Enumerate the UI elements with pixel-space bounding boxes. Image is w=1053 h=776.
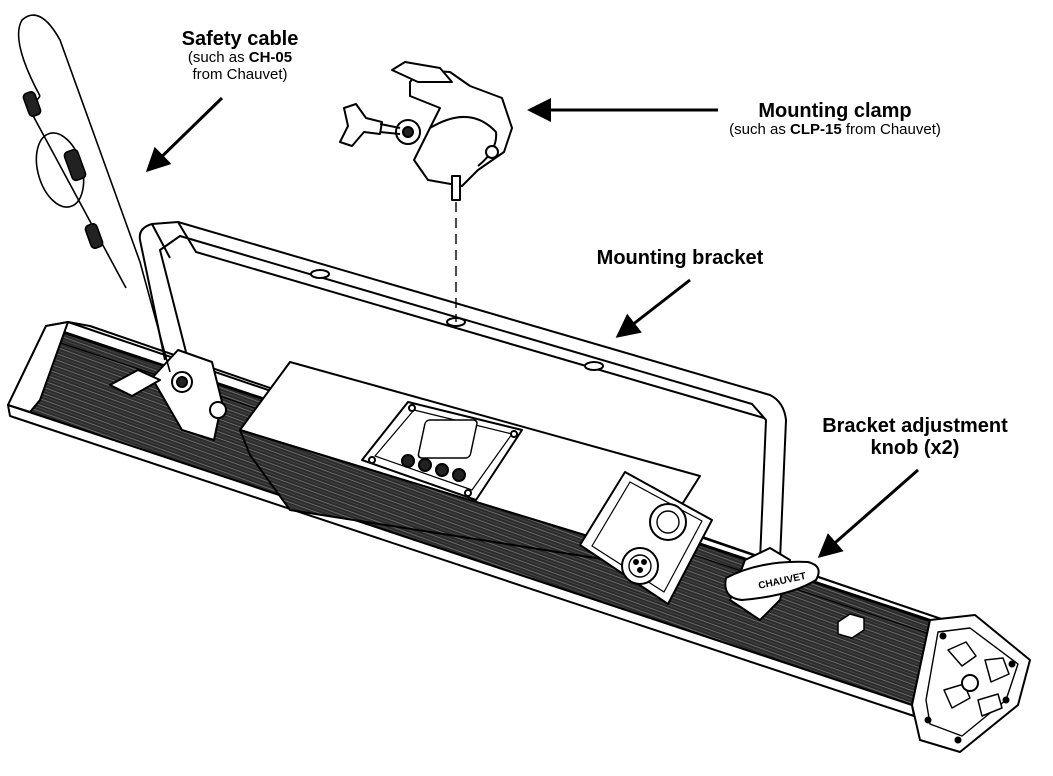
safety-cable-sub-pre: (such as [187,49,249,67]
callout-arrows [145,96,919,558]
adjustment-knob-title-line2: knob (x2) [870,437,960,460]
mounting-clamp-title: Mounting clamp [758,100,912,122]
mounting-clamp-sub-pre: (such as [729,121,790,139]
adjustment-knob-label: Bracket adjustment knob (x2) [800,415,1030,460]
mounting-clamp-sub-post: from Chauvet) [841,121,941,139]
safety-cable [17,14,171,373]
safety-cable-subtitle: (such as CH-05 [150,49,330,67]
mounting-clamp-model: CLP-15 [789,121,842,139]
adjustment-knob-title-line1: Bracket adjustment [822,415,1008,437]
safety-cable-sub-line2: from Chauvet) [192,66,288,84]
control-housing [239,361,713,605]
mounting-bracket [109,221,791,621]
mounting-clamp-label: Mounting clamp (such as CLP-15 from Chau… [690,100,980,139]
mounting-clamp [339,61,513,322]
mounting-bracket-label: Mounting bracket [570,247,790,269]
adjustment-knob-arrow [817,468,919,558]
mounting-clamp-subtitle: (such as CLP-15 from Chauvet) [690,121,980,139]
mounting-bracket-title: Mounting bracket [596,247,764,269]
safety-cable-title: Safety cable [181,28,299,50]
safety-cable-model: CH-05 [248,49,293,67]
adjustment-knob: CHAUVET [724,560,820,601]
safety-cable-arrow [145,96,224,173]
safety-cable-label: Safety cable (such as CH-05 from Chauvet… [150,28,330,84]
mounting-bracket-arrow [615,278,691,338]
